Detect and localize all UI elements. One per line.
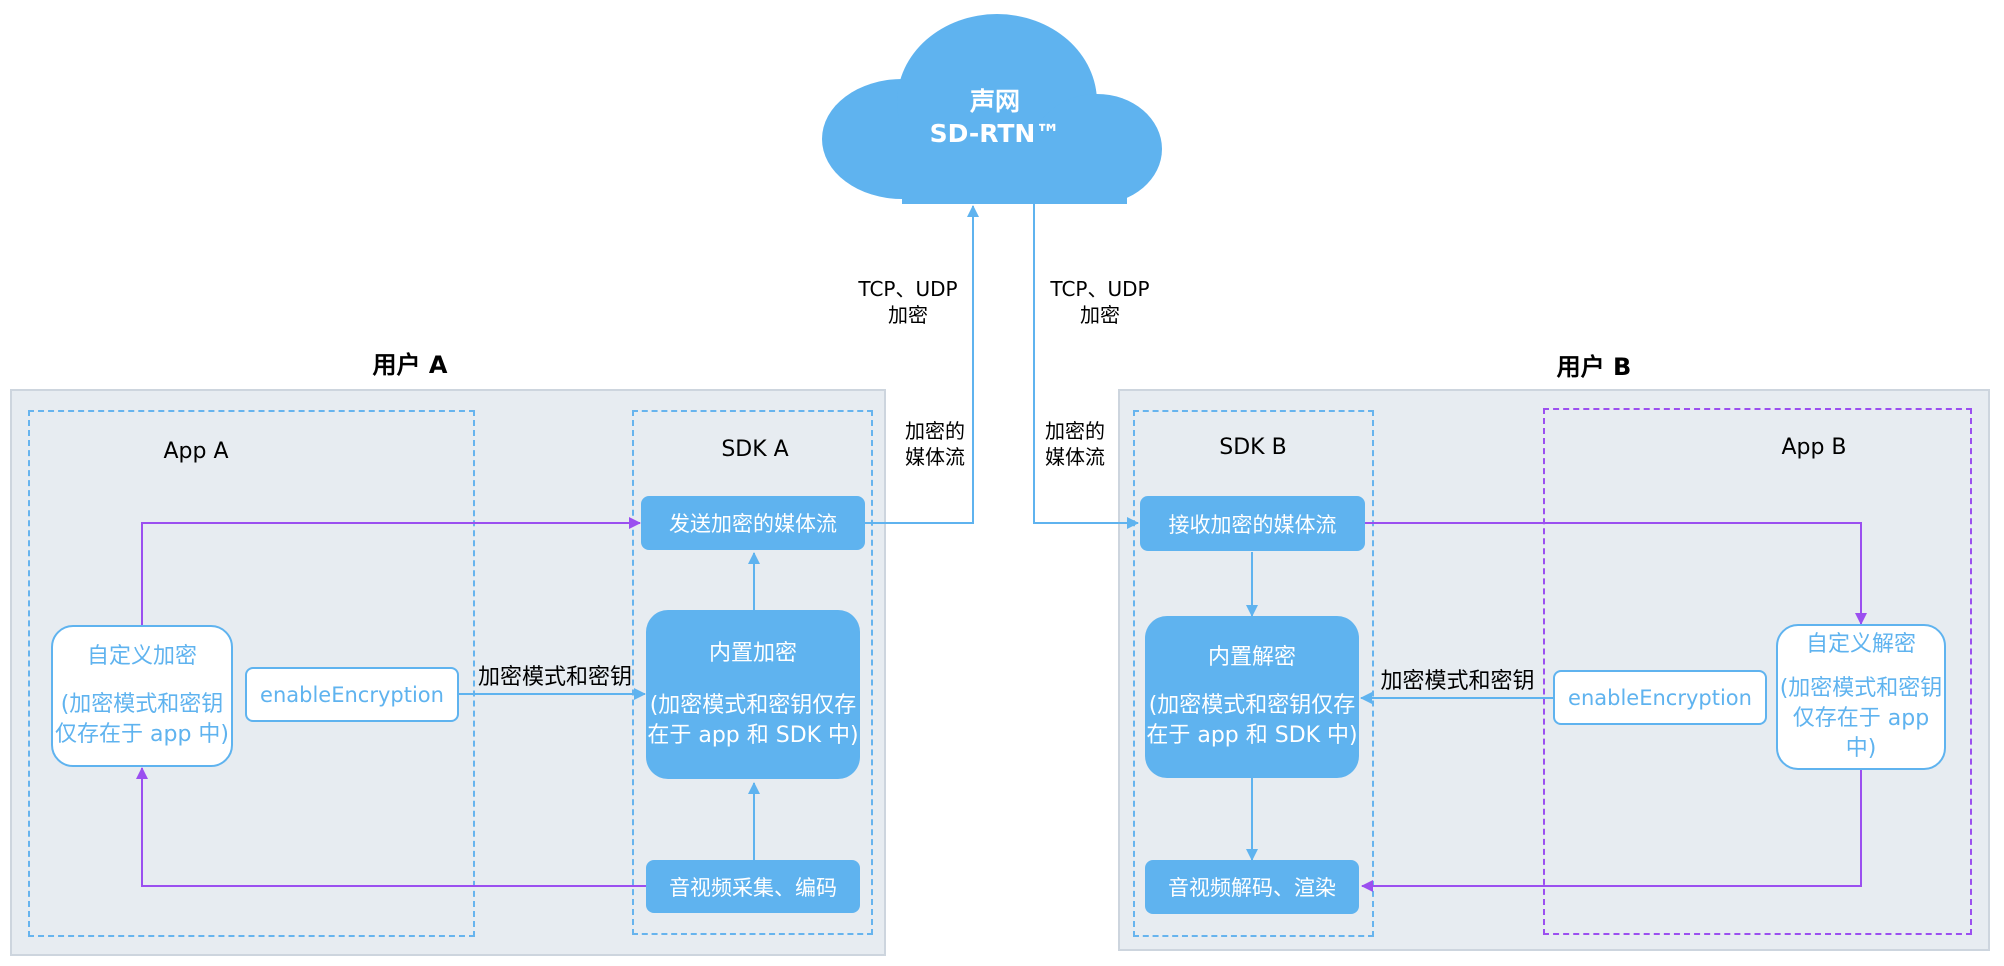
decode-render-node: 音视频解码、渲染	[1145, 860, 1359, 914]
custom-encryption-note2: 仅存在于 app 中)	[55, 722, 229, 747]
app-b-title: App B	[1781, 435, 1847, 460]
sdk-a-title: SDK A	[721, 437, 789, 462]
custom-encryption-note1: (加密模式和密钥	[60, 692, 224, 717]
up-protocol-line1: TCP、UDP	[858, 277, 958, 301]
down-protocol-line2: 加密	[1080, 303, 1120, 327]
down-stream-line1: 加密的	[1045, 419, 1105, 443]
mode-key-label-a: 加密模式和密钥	[477, 665, 632, 690]
sdk-b-container	[1133, 410, 1374, 937]
builtin-encryption-title: 内置加密	[708, 640, 797, 666]
up-stream-line2: 媒体流	[905, 445, 965, 469]
builtin-encryption-note2: 在于 app 和 SDK 中)	[647, 722, 859, 748]
custom-decryption-note2: 仅存在于 app	[1792, 706, 1930, 731]
down-stream-label: 加密的 媒体流	[1030, 418, 1120, 470]
builtin-decryption-note2: 在于 app 和 SDK 中)	[1146, 723, 1358, 748]
custom-decryption-title: 自定义解密	[1805, 632, 1916, 657]
sdk-a-container	[632, 410, 873, 935]
down-protocol-line1: TCP、UDP	[1050, 277, 1150, 301]
custom-a-to-send-arrow	[141, 517, 641, 625]
builtin-decryption-title: 内置解密	[1207, 645, 1296, 670]
up-stream-label: 加密的 媒体流	[890, 418, 980, 470]
custom-decryption-note1: (加密模式和密钥	[1779, 676, 1943, 701]
custom-decryption-note3: 中)	[1845, 736, 1877, 761]
down-stream-line2: 媒体流	[1045, 445, 1105, 469]
cloud-shape	[822, 14, 1162, 204]
up-stream-line1: 加密的	[905, 419, 965, 443]
app-b-container	[1543, 408, 1972, 935]
up-protocol-line2: 加密	[888, 303, 928, 327]
custom-decryption-b-node: 自定义解密 (加密模式和密钥 仅存在于 app 中)	[1776, 624, 1946, 770]
send-encrypted-stream-node: 发送加密的媒体流	[641, 496, 865, 550]
up-protocol-label: TCP、UDP 加密	[838, 276, 978, 328]
mode-key-label-b: 加密模式和密钥	[1380, 669, 1535, 694]
cloud-subname: SD-RTN™	[929, 119, 1061, 148]
enable-encryption-a-node: enableEncryption	[245, 667, 459, 722]
receive-to-custom-b-arrow	[1365, 522, 1867, 625]
builtin-decryption-note1: (加密模式和密钥仅存	[1148, 693, 1356, 718]
user-b-title: 用户 B	[1556, 353, 1632, 381]
receive-encrypted-stream-node: 接收加密的媒体流	[1140, 496, 1365, 551]
cloud-label: 声网 SD-RTN™	[900, 86, 1090, 150]
custom-encryption-a-node: 自定义加密 (加密模式和密钥 仅存在于 app 中)	[51, 625, 233, 767]
app-a-container	[28, 410, 475, 937]
app-a-title: App A	[163, 439, 229, 464]
builtin-decryption-node: 内置解密 (加密模式和密钥仅存 在于 app 和 SDK 中)	[1145, 616, 1359, 778]
capture-encode-node: 音视频采集、编码	[646, 860, 860, 913]
builtin-encryption-node: 内置加密 (加密模式和密钥仅存 在于 app 和 SDK 中)	[646, 610, 860, 779]
sdk-b-title: SDK B	[1219, 435, 1287, 460]
cloud-to-receive-line	[1033, 204, 1139, 529]
send-to-cloud-line	[864, 205, 979, 524]
builtin-encryption-note1: (加密模式和密钥仅存	[649, 692, 857, 718]
enable-encryption-b-node: enableEncryption	[1553, 670, 1767, 725]
cloud-name: 声网	[969, 87, 1020, 116]
custom-b-to-decode-arrow	[1361, 770, 1862, 892]
user-a-title: 用户 A	[372, 351, 448, 379]
down-protocol-label: TCP、UDP 加密	[1030, 276, 1170, 328]
capture-to-custom-a-arrow	[136, 767, 646, 887]
custom-encryption-title: 自定义加密	[86, 644, 197, 669]
